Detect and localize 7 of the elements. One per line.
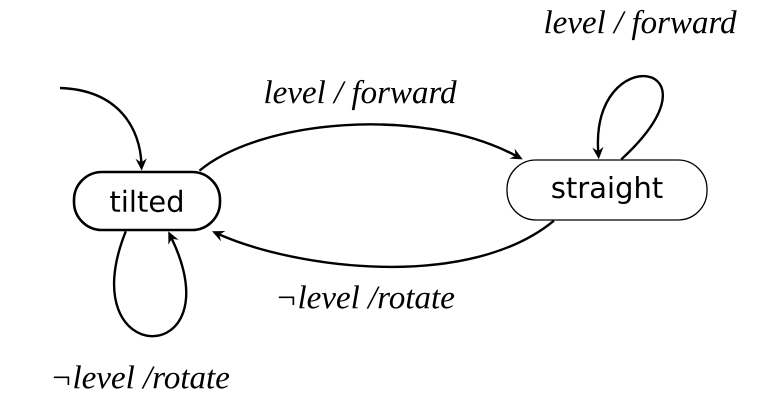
edge-label: ¬level /rotate [49,364,231,390]
self-loop-arrow [113,230,188,338]
edge-label: level / forward [542,8,738,42]
edge-label: ¬level /rotate [274,284,456,310]
edge-label: level / forward [262,78,458,112]
state-box: tilted [72,170,222,232]
state-box: straight [506,159,708,221]
